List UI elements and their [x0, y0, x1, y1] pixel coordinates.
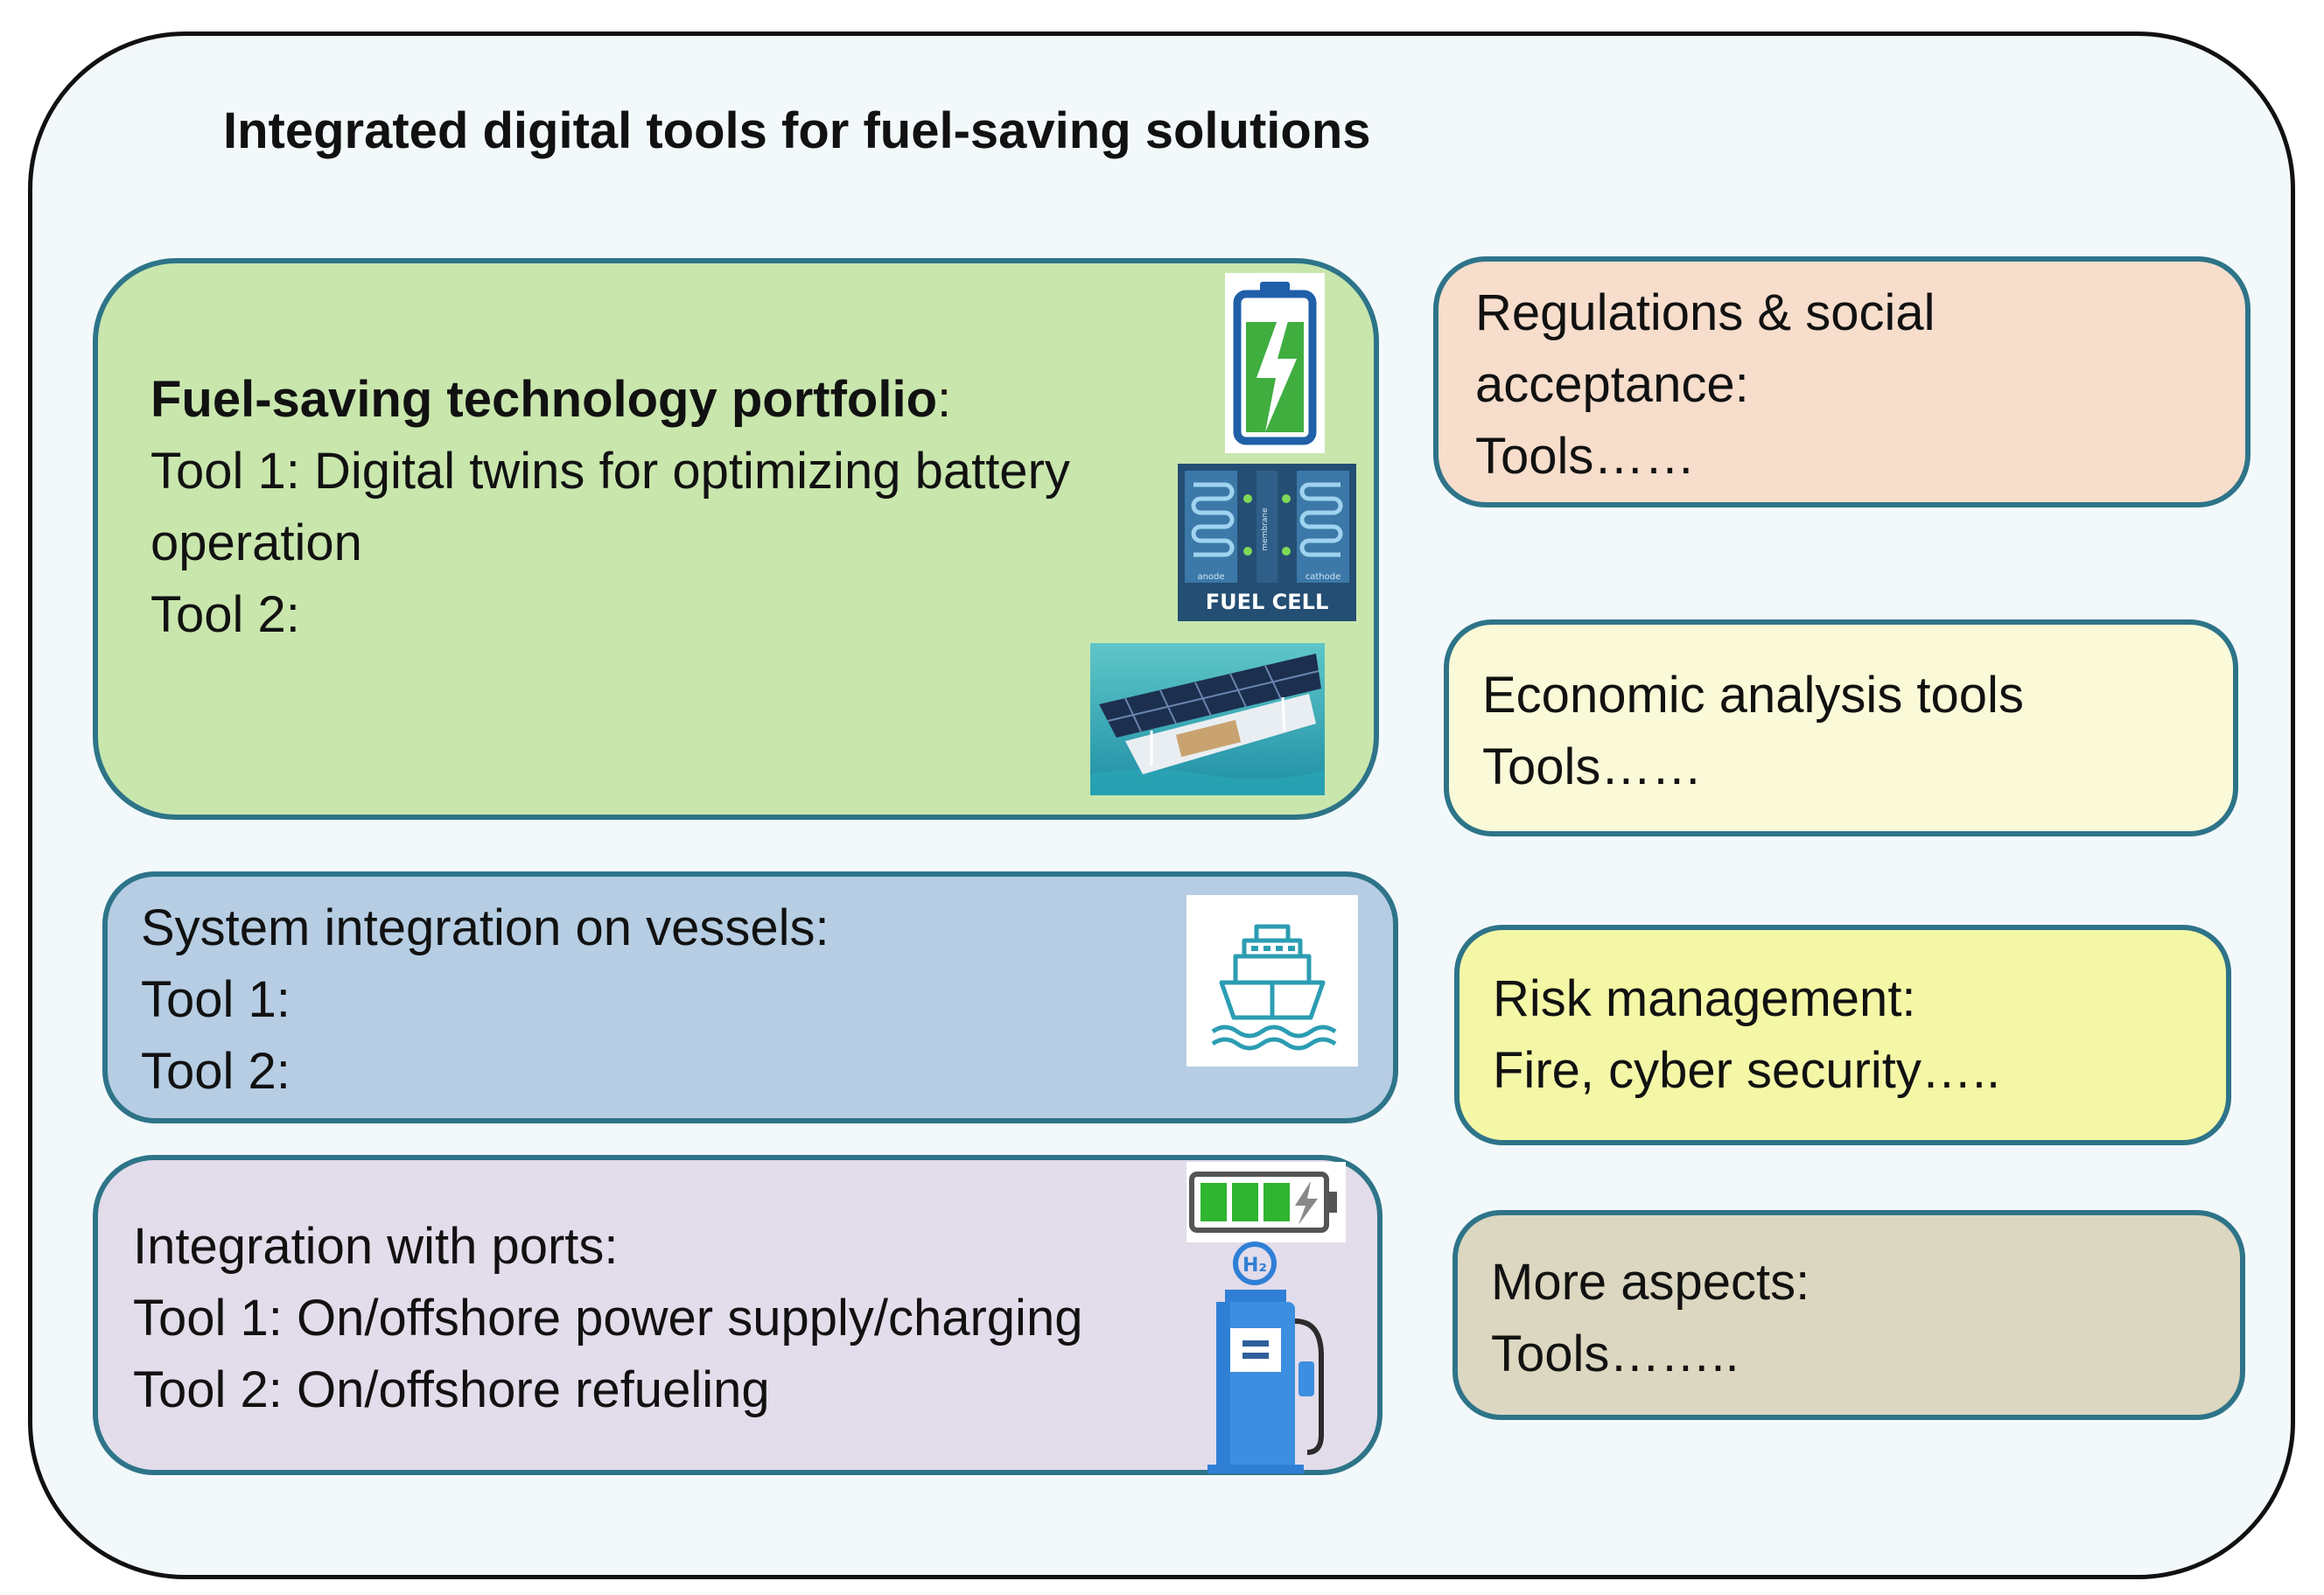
regulations-heading-cont: acceptance: [1475, 356, 1749, 413]
economic-heading: Economic analysis tools [1482, 667, 2024, 724]
portfolio-box: Fuel-saving technology portfolio: Tool 1… [93, 258, 1379, 820]
fuel-cell-cathode-label: cathode [1306, 572, 1341, 582]
vessels-heading: System integration on vessels: [141, 899, 830, 956]
ports-box: Integration with ports: Tool 1: On/offsh… [93, 1155, 1382, 1475]
vessels-box: System integration on vessels: Tool 1: T… [102, 871, 1398, 1123]
risk-box: Risk management: Fire, cyber security….. [1454, 925, 2231, 1145]
portfolio-heading-colon: : [937, 371, 952, 428]
h2-label: H₂ [1242, 1255, 1267, 1277]
risk-items: Fire, cyber security….. [1493, 1042, 2001, 1099]
vessels-text: System integration on vessels: Tool 1: T… [141, 892, 830, 1108]
economic-text: Economic analysis tools Tools…… [1482, 660, 2024, 803]
risk-text: Risk management: Fire, cyber security….. [1493, 963, 2000, 1107]
diagram-title: Integrated digital tools for fuel-saving… [223, 102, 1371, 159]
portfolio-heading: Fuel-saving technology portfolio [150, 371, 937, 428]
regulations-tools: Tools…… [1475, 428, 1696, 485]
fuel-cell-anode-label: anode [1197, 572, 1224, 582]
portfolio-tool-1: Tool 1: Digital twins for optimizing bat… [150, 443, 1070, 500]
more-heading: More aspects: [1491, 1254, 1810, 1311]
risk-heading: Risk management: [1493, 970, 1916, 1027]
fuel-cell-icon: anode cathode membrane FUEL CELL [1178, 464, 1356, 621]
economic-box: Economic analysis tools Tools…… [1444, 619, 2238, 836]
more-box: More aspects: Tools…….. [1452, 1210, 2245, 1420]
battery-charging-icon [1225, 273, 1325, 453]
ports-heading: Integration with ports: [133, 1218, 619, 1275]
regulations-heading: Regulations & social [1475, 284, 1936, 341]
vessels-tool-1: Tool 1: [141, 971, 290, 1028]
ports-text: Integration with ports: Tool 1: On/offsh… [133, 1211, 1082, 1426]
portfolio-tool-1-cont: operation [150, 514, 362, 571]
ports-tool-1: Tool 1: On/offshore power supply/chargin… [133, 1290, 1083, 1347]
hydrogen-pump-icon: H₂ [1208, 1242, 1324, 1473]
regulations-text: Regulations & social acceptance: Tools…… [1475, 277, 1936, 493]
fuel-cell-membrane-label: membrane [1261, 507, 1270, 551]
ports-tool-2: Tool 2: On/offshore refueling [133, 1361, 770, 1418]
ship-icon [1186, 895, 1358, 1067]
vessels-tool-2: Tool 2: [141, 1043, 290, 1100]
more-tools: Tools…….. [1491, 1326, 1740, 1382]
battery-bar-icon [1186, 1162, 1346, 1242]
more-text: More aspects: Tools…….. [1491, 1247, 1810, 1390]
portfolio-tool-2: Tool 2: [150, 586, 300, 643]
economic-tools: Tools…… [1482, 738, 1703, 795]
regulations-box: Regulations & social acceptance: Tools…… [1433, 256, 2250, 507]
portfolio-text: Fuel-saving technology portfolio: Tool 1… [150, 364, 1070, 651]
solar-boat-icon [1090, 643, 1325, 795]
fuel-cell-label: FUEL CELL [1206, 590, 1329, 614]
